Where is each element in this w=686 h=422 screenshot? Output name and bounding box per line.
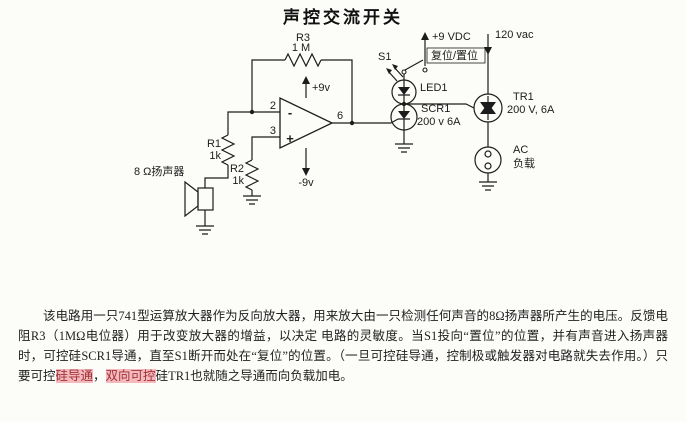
paragraph-segment: ， [93,369,106,383]
scr1-symbol [390,103,418,131]
paragraph-segment: 该电路用一只741型运算放大器作为反向放大器，用来放大由一只检测任何声音的8Ω扬… [18,309,668,383]
wires [204,34,489,226]
triac-gate-wire [404,103,475,109]
page-title: 声控交流开关 [283,8,403,27]
opamp-plus-sign: + [286,131,294,146]
ac-load-symbol [474,146,502,174]
label-speaker: 8 Ω扬声器 [134,164,184,178]
ground-load [479,181,497,191]
ground-speaker [196,225,214,235]
pos-supply-arrow [302,76,310,84]
label-r2: R2 [230,163,244,175]
label-tr1: TR1 [513,91,534,103]
resistor-r2 [244,159,260,191]
label-r2-value: 1k [232,175,244,187]
label-pin2: 2 [270,100,276,112]
label-120vac: 120 vac [495,29,534,41]
paragraph-highlight: 双向可控 [105,369,156,383]
label-minus9v: -9v [298,177,314,189]
description-paragraph: 该电路用一只741型运算放大器作为反向放大器，用来放大由一只检测任何声音的8Ω扬… [18,306,668,386]
opamp-symbol [279,96,334,150]
resistor-r1 [220,134,236,166]
resistor-r3 [284,52,322,68]
switch-blade [404,59,424,71]
speaker-wire [204,165,229,188]
circuit-schematic: R3 1 M R1 1k R2 1k +9v -9v 2 3 6 - + +9 … [134,29,555,235]
paragraph-highlight: 硅导通 [55,369,94,383]
label-led1: LED1 [420,82,448,94]
vdc-arrow [421,32,429,40]
label-ac: AC [513,144,528,156]
label-r1: R1 [207,138,221,150]
vac-arrow [484,47,492,55]
component-labels: R3 1 M R1 1k R2 1k +9v -9v 2 3 6 - + +9 … [134,29,555,189]
switch-s1 [401,67,428,75]
neg-supply-arrow [302,168,310,176]
label-scr1-rating: 200 v 6A [417,116,461,128]
label-load: 负载 [513,156,535,170]
junction-dots [249,101,407,126]
ground-r2 [243,195,261,205]
label-reset-set: 复位/置位 [431,48,478,62]
paragraph-segment: 硅TR1也就随之导通而向负载加电。 [155,369,353,383]
noninverting-input-wire [251,136,280,160]
ground-symbols [196,143,497,235]
label-pin3: 3 [270,125,276,137]
label-r3: R3 [296,32,310,44]
speaker-symbol [184,180,214,218]
triac-symbol [473,93,503,123]
opamp-minus-sign: - [288,105,292,120]
label-r1-value: 1k [209,150,221,162]
label-plus9v: +9v [312,82,331,94]
label-9vdc: +9 VDC [432,31,471,43]
inverting-input-wire [227,111,280,135]
reset-set-box [426,47,486,64]
feedback-wire [251,59,353,123]
label-r3-value: 1 M [292,42,310,54]
led1-symbol [386,64,417,105]
ground-scr [395,143,413,153]
label-scr1: SCR1 [421,103,450,115]
label-pin6: 6 [337,110,343,122]
arrowheads [302,32,492,176]
label-tr1-rating: 200 V, 6A [507,104,555,116]
label-s1: S1 [378,51,391,63]
